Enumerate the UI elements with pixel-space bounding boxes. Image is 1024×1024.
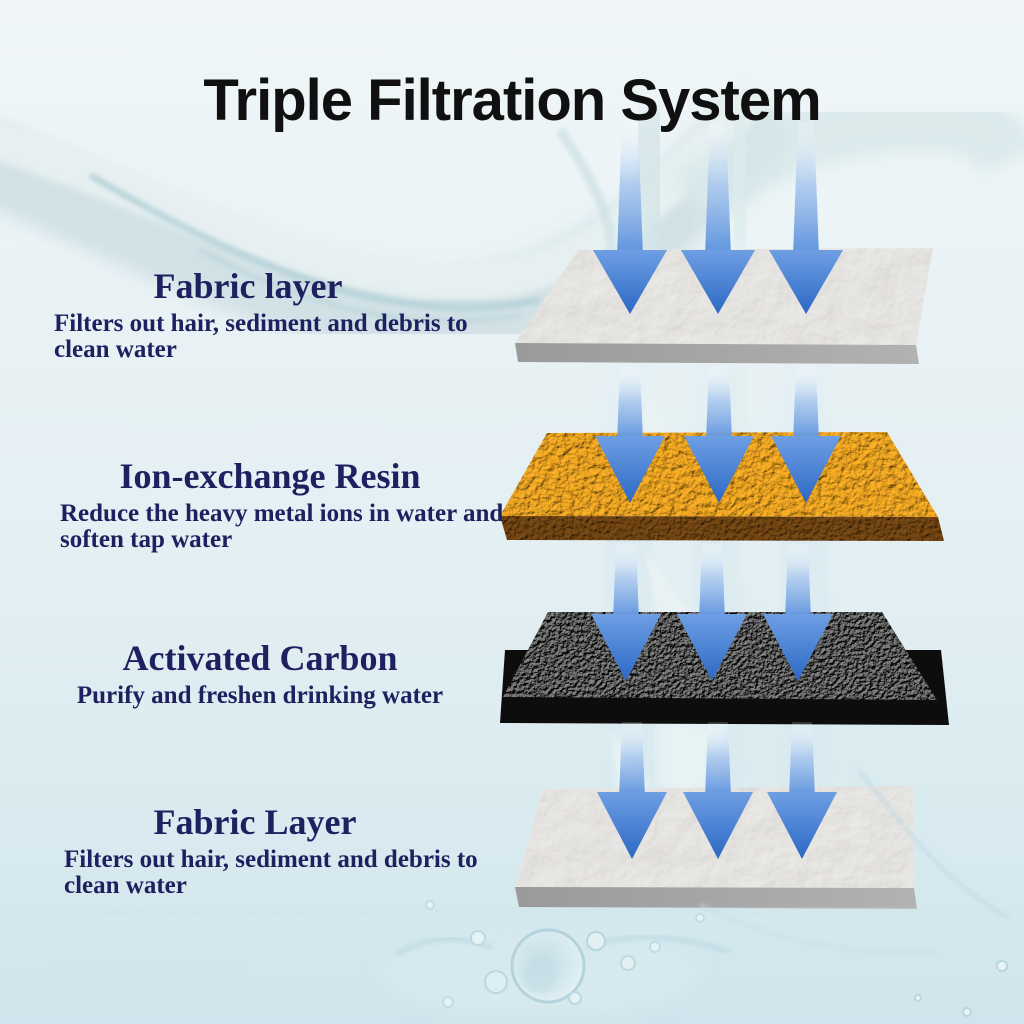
- flow-arrows-stage-3: [591, 544, 833, 681]
- stage-4-description: Filters out hair, sediment and debris to…: [64, 845, 478, 899]
- page-title: Triple Filtration System: [203, 67, 821, 133]
- stage-4-label-block: Fabric Layer Filters out hair, sediment …: [30, 802, 480, 899]
- stage-1-name: Fabric layer: [153, 266, 343, 306]
- flow-arrows-stage-4: [597, 722, 837, 859]
- stage-3-name: Activated Carbon: [122, 638, 398, 678]
- stage-1-label-block: Fabric layer Filters out hair, sediment …: [28, 266, 468, 363]
- stage-1-description: Filters out hair, sediment and debris to…: [54, 309, 468, 363]
- stage-2-name: Ion-exchange Resin: [119, 456, 421, 496]
- flow-arrows-stage-1: [593, 122, 843, 314]
- stage-4-name: Fabric Layer: [153, 802, 357, 842]
- flow-arrows-stage-2: [595, 366, 841, 503]
- stage-2-description: Reduce the heavy metal ions in water and…: [60, 499, 504, 553]
- stage-3-label-block: Activated Carbon Purify and freshen drin…: [30, 638, 490, 709]
- stage-2-label-block: Ion-exchange Resin Reduce the heavy meta…: [30, 456, 510, 553]
- water-splash-graphic: [0, 769, 1024, 1017]
- stage-3-description: Purify and freshen drinking water: [76, 681, 444, 709]
